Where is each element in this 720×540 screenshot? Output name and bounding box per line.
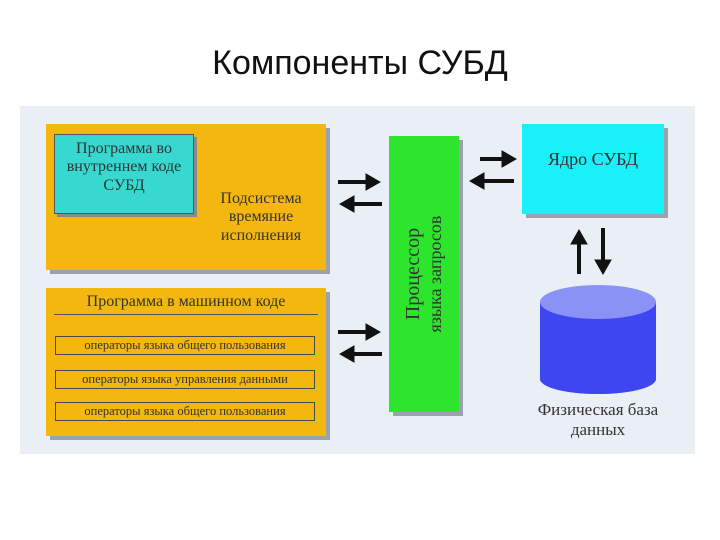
operator-row: операторы языка общего пользования xyxy=(55,402,315,421)
internal-code-program-box: Программа во внутреннем коде СУБД xyxy=(54,134,194,214)
slide-title: Компоненты СУБД xyxy=(212,44,508,82)
diagram-panel: Программа во внутреннем коде СУБД Подсис… xyxy=(20,106,695,454)
bidirectional-arrows-icon xyxy=(468,150,518,190)
header-divider xyxy=(54,314,318,315)
bidirectional-arrows-icon xyxy=(338,173,382,213)
runtime-subsystem-block: Программа во внутреннем коде СУБД Подсис… xyxy=(46,124,326,270)
vertical-arrows-icon xyxy=(570,228,612,276)
dbms-core-block: Ядро СУБД xyxy=(522,124,664,214)
internal-code-program-label: Программа во внутреннем коде СУБД xyxy=(66,140,182,194)
bidirectional-arrows-icon xyxy=(338,323,382,363)
query-processor-block: Процессор языка запросов xyxy=(389,136,459,412)
operator-row: операторы языка управления данными xyxy=(55,370,315,389)
machine-code-program-label: Программа в машинном коде xyxy=(86,293,286,310)
machine-code-block: Программа в машинном коде операторы язык… xyxy=(46,288,326,436)
physical-db-label: Физическая база данных xyxy=(537,400,659,439)
diagram-graphics xyxy=(338,150,656,394)
runtime-subsystem-label: Подсистема время­ние исполнения xyxy=(220,190,302,244)
operator-row: операторы языка общего пользования xyxy=(55,336,315,355)
database-cylinder-icon xyxy=(540,285,656,394)
dbms-core-label: Ядро СУБД xyxy=(547,149,639,169)
